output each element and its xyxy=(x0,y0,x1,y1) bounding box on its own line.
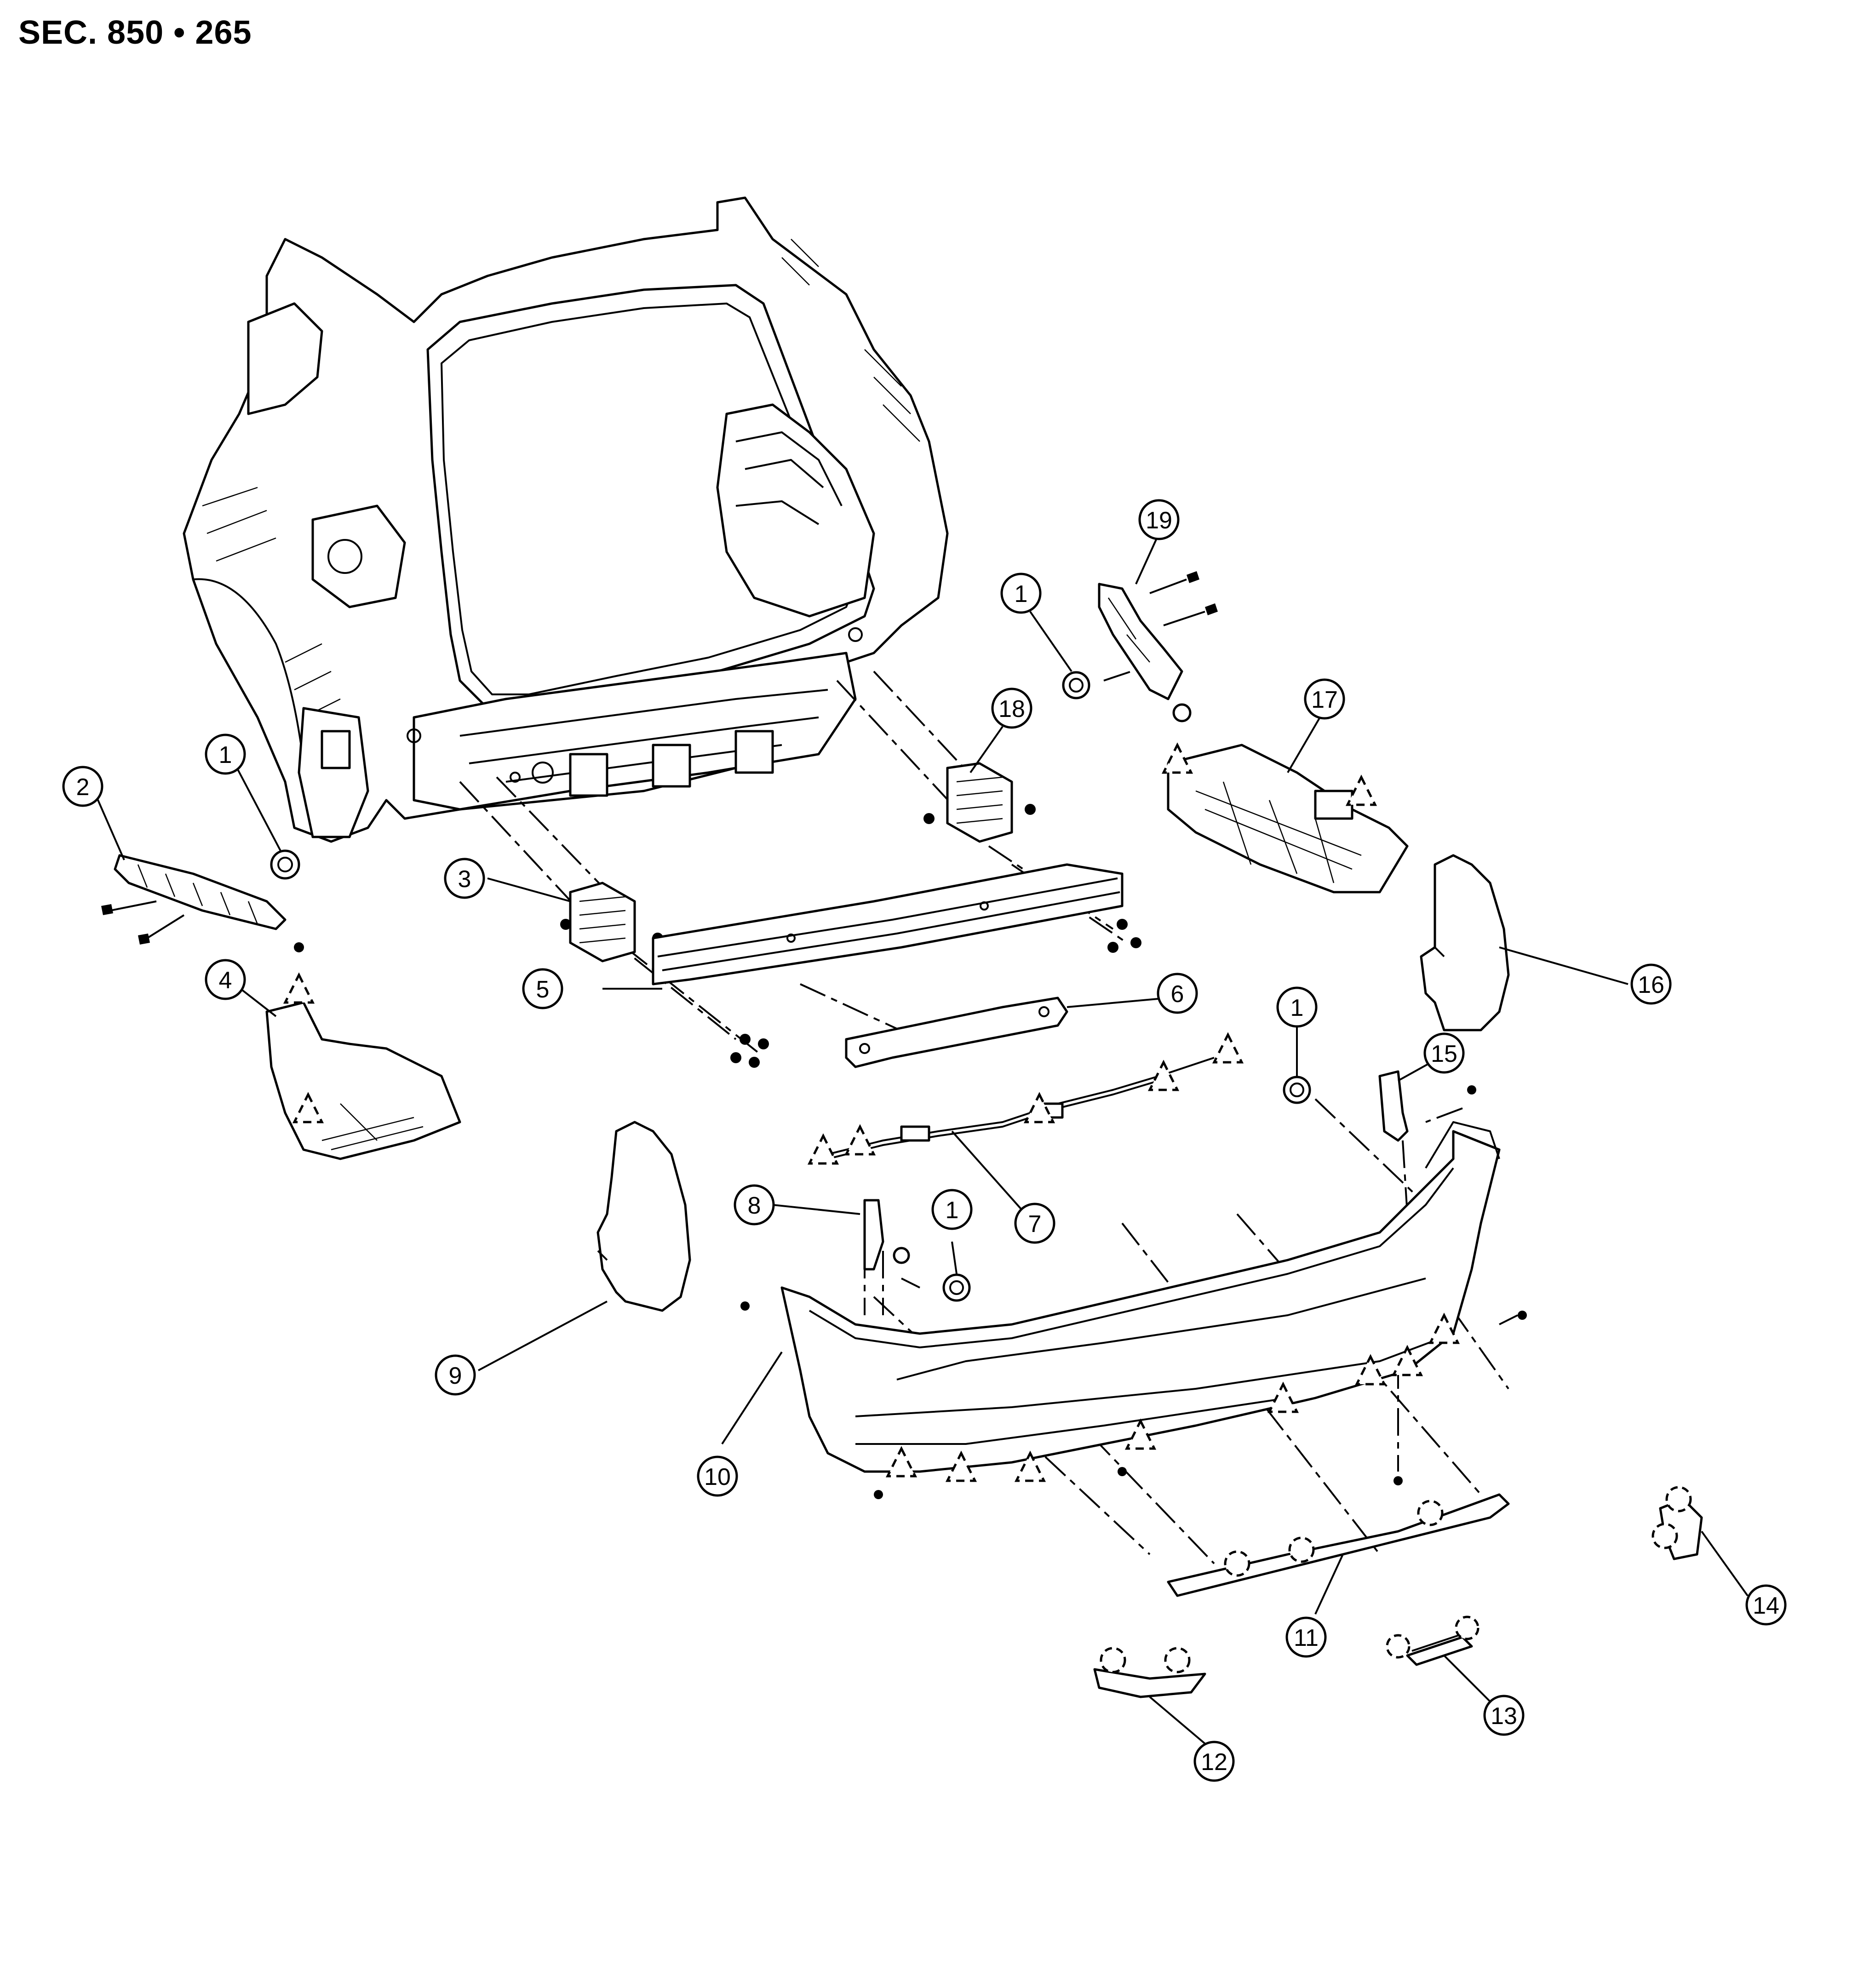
callout-14: 14 xyxy=(1745,1584,1787,1626)
part-19-bracket xyxy=(1098,533,1218,722)
callout-4: 4 xyxy=(205,959,246,1000)
callout-6: 6 xyxy=(1157,973,1198,1014)
part-4-air-guide xyxy=(234,972,461,1160)
callout-label: 4 xyxy=(219,967,232,994)
callout-label: 7 xyxy=(1028,1211,1042,1237)
callout-11: 11 xyxy=(1285,1616,1327,1658)
callout-2: 2 xyxy=(62,766,103,807)
callout-label: 1 xyxy=(1015,581,1028,607)
callout-label: 13 xyxy=(1491,1703,1517,1730)
callout-label: 1 xyxy=(219,742,232,768)
callout-1-left: 1 xyxy=(205,733,246,775)
callout-17: 17 xyxy=(1304,678,1345,720)
part-10-bumper-fascia xyxy=(721,1121,1527,1499)
callout-label: 18 xyxy=(998,696,1025,722)
part-14-cover xyxy=(1652,1486,1749,1597)
part-3-absorber xyxy=(487,877,663,962)
part-9-side-panel xyxy=(478,1121,691,1371)
callout-19: 19 xyxy=(1138,499,1180,540)
callout-10: 10 xyxy=(697,1455,738,1497)
callout-15: 15 xyxy=(1423,1032,1465,1074)
callout-label: 5 xyxy=(536,976,550,1003)
part-1-clip-upper xyxy=(1029,611,1090,699)
part-2-bracket xyxy=(91,786,304,952)
part-1-clip-bumper-right xyxy=(1283,1026,1311,1104)
callout-18: 18 xyxy=(991,687,1032,729)
part-17-air-guide xyxy=(1161,716,1409,894)
callout-label: 15 xyxy=(1431,1041,1457,1067)
part-13-reflector xyxy=(1386,1616,1491,1702)
callout-8: 8 xyxy=(734,1184,775,1226)
callout-label: 16 xyxy=(1638,972,1664,998)
callout-label: 2 xyxy=(76,774,90,801)
callout-label: 19 xyxy=(1146,507,1172,534)
section-title: SEC. 850 • 265 xyxy=(18,14,252,51)
callout-label: 11 xyxy=(1294,1625,1319,1651)
vehicle-rear-body xyxy=(183,196,949,843)
part-6-strip xyxy=(845,997,1169,1068)
callout-label: 6 xyxy=(1171,981,1184,1008)
callout-label: 14 xyxy=(1753,1593,1779,1619)
callout-1-right: 1 xyxy=(1276,986,1318,1028)
callout-label: 1 xyxy=(946,1197,959,1224)
part-7-harness xyxy=(807,1032,1244,1215)
part-1-clip-left xyxy=(234,763,300,880)
callout-label: 9 xyxy=(449,1363,462,1389)
callout-12: 12 xyxy=(1193,1741,1235,1782)
part-15-bracket xyxy=(1378,1057,1476,1142)
part-1-clip-bumper-left xyxy=(893,1241,971,1302)
callout-1-upper: 1 xyxy=(1000,573,1042,614)
callout-9: 9 xyxy=(435,1354,476,1396)
part-8-bracket xyxy=(740,1199,884,1311)
part-16-side-panel xyxy=(1420,854,1629,1031)
callout-label: 17 xyxy=(1311,687,1338,713)
callout-1-bumper: 1 xyxy=(931,1189,973,1230)
callout-label: 8 xyxy=(748,1192,761,1219)
part-5-reinforcement xyxy=(602,863,1141,1068)
callout-13: 13 xyxy=(1483,1695,1525,1736)
callout-label: 10 xyxy=(704,1464,731,1490)
callout-3: 3 xyxy=(444,858,485,899)
callout-label: 12 xyxy=(1201,1749,1227,1776)
part-18-absorber xyxy=(923,726,1036,843)
part-12-cover xyxy=(1093,1647,1210,1748)
callout-label: 3 xyxy=(458,866,471,893)
callout-5: 5 xyxy=(522,968,563,1009)
part-11-molding xyxy=(1167,1493,1510,1615)
callout-label: 1 xyxy=(1290,995,1304,1021)
callout-7: 7 xyxy=(1014,1203,1055,1244)
callout-16: 16 xyxy=(1630,963,1672,1005)
